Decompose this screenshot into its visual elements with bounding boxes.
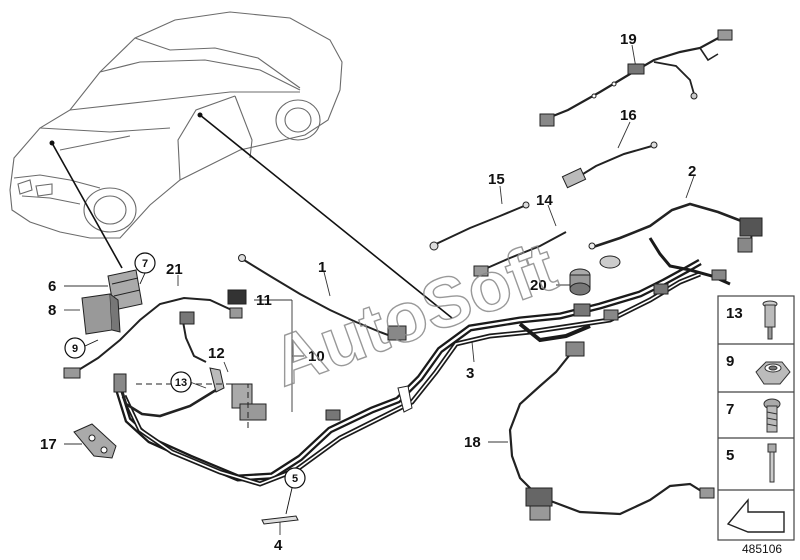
callout-14: 14 bbox=[536, 192, 553, 209]
callout-17: 17 bbox=[40, 436, 57, 453]
car-outline-icon bbox=[9, 11, 343, 239]
callout-12: 12 bbox=[208, 345, 225, 362]
callout-15: 15 bbox=[488, 171, 505, 188]
panel-label-13: 13 bbox=[726, 305, 743, 322]
callout-6: 6 bbox=[48, 278, 56, 295]
grommet-20 bbox=[569, 268, 591, 296]
main-harness-3 bbox=[114, 237, 731, 487]
callout-18: 18 bbox=[464, 434, 481, 451]
pin-icon bbox=[767, 443, 777, 483]
bracket-8 bbox=[81, 293, 121, 335]
circled-callout-9: 9 bbox=[72, 343, 78, 355]
circled-callout-5: 5 bbox=[292, 473, 298, 485]
callout-3: 3 bbox=[466, 365, 474, 382]
rivet-icon bbox=[762, 300, 778, 340]
panel-label-9: 9 bbox=[726, 353, 734, 370]
harness-19 bbox=[539, 29, 733, 127]
circled-callouts: 7 9 13 5 bbox=[64, 252, 306, 515]
callout-20: 20 bbox=[530, 277, 547, 294]
harness-21 bbox=[63, 296, 243, 418]
strip-4 bbox=[261, 515, 299, 525]
circled-callout-7: 7 bbox=[142, 258, 148, 270]
panel-label-5: 5 bbox=[726, 447, 734, 464]
callout-21: 21 bbox=[166, 261, 183, 278]
bolt-icon bbox=[763, 398, 781, 433]
reference-number: 485106 bbox=[742, 542, 782, 556]
bracket-17 bbox=[73, 423, 117, 459]
battery-cable-2 bbox=[588, 202, 763, 269]
relay-assembly bbox=[136, 289, 267, 432]
nut-icon bbox=[755, 361, 791, 385]
callout-1: 1 bbox=[318, 259, 326, 276]
callout-16: 16 bbox=[620, 107, 637, 124]
callout-labels: 19 16 15 14 2 20 1 21 11 6 8 12 10 3 17 … bbox=[40, 31, 696, 554]
circled-callout-13: 13 bbox=[175, 377, 187, 389]
callout-4: 4 bbox=[274, 537, 283, 554]
cable-16 bbox=[561, 141, 658, 189]
panel-label-7: 7 bbox=[726, 401, 734, 418]
arrow-icon bbox=[726, 498, 785, 533]
cable-14 bbox=[473, 231, 567, 277]
watermark: AutoSoft bbox=[261, 227, 565, 401]
callout-10: 10 bbox=[308, 348, 325, 365]
hardware-panel: 13 9 7 5 bbox=[717, 295, 795, 541]
cable-1 bbox=[238, 254, 407, 341]
callout-2: 2 bbox=[688, 163, 696, 180]
callout-11: 11 bbox=[256, 292, 272, 309]
callout-8: 8 bbox=[48, 302, 56, 319]
callout-19: 19 bbox=[620, 31, 637, 48]
cable-15 bbox=[429, 201, 530, 251]
harness-18 bbox=[508, 341, 715, 521]
leader-lines bbox=[51, 114, 453, 319]
